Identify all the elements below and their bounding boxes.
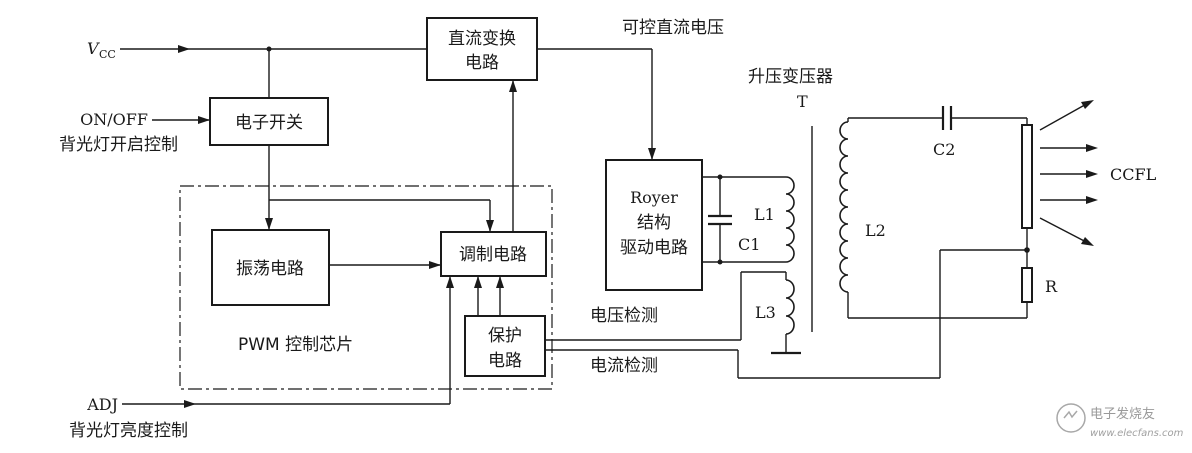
dc-to-royer: 可控直流电压: [537, 18, 724, 160]
transformer-name: T: [797, 92, 808, 111]
ccfl-lamp: [1021, 124, 1033, 229]
pwm-chip-label: PWM 控制芯片: [238, 335, 353, 355]
prot-mod-arrow-1-icon: [474, 276, 482, 288]
ray-arrow-1-icon: [1081, 100, 1094, 109]
royer-driver-block: Royer 结构 驱动电路: [605, 159, 703, 291]
electronic-switch-label: 电子开关: [235, 113, 303, 133]
ray-arrow-2-icon: [1086, 144, 1098, 152]
l1-coil: [785, 176, 795, 263]
vcc-label: V: [87, 39, 100, 58]
oscillator-label: 振荡电路: [236, 259, 304, 279]
dc-converter-label-2: 电路: [465, 53, 499, 73]
on-off-arrow-icon: [198, 116, 210, 124]
switch-to-oscillator: [265, 145, 494, 232]
watermark-cn: 电子发烧友: [1090, 406, 1155, 422]
electronic-switch-block: 电子开关: [209, 97, 329, 146]
c2-label: C2: [933, 140, 955, 159]
secondary-circuit: C2 R: [847, 106, 1058, 319]
oscillator-to-modulator: [329, 261, 441, 269]
l2-coil: [839, 121, 849, 293]
modulator-to-dc-converter: [509, 80, 517, 232]
royer-label-2: 结构: [637, 213, 671, 233]
modulator-block: 调制电路: [440, 231, 547, 277]
on-off-label: ON/OFF: [80, 110, 148, 129]
controlled-dc-voltage-label: 可控直流电压: [622, 18, 724, 38]
l3-coil: [785, 279, 795, 335]
vcc-subscript: CC: [99, 48, 116, 61]
modulator-label: 调制电路: [459, 245, 527, 265]
resistor-r: [1021, 267, 1033, 303]
pwm-chip-boundary: [179, 185, 553, 390]
l2-label: L2: [865, 221, 886, 240]
watermark: 电子发烧友 www.elecfans.com: [1056, 403, 1184, 439]
adj-arrow-icon: [184, 400, 196, 408]
adj-up-arrow-icon: [446, 276, 454, 288]
current-detect-path: 电流检测: [545, 249, 1027, 379]
voltage-detect-label: 电压检测: [590, 306, 658, 326]
ray-arrow-4-icon: [1086, 196, 1098, 204]
protection-to-modulator: [474, 276, 504, 316]
l3-feedback: L3 电压检测: [545, 271, 801, 355]
protection-block: 保护 电路: [464, 315, 546, 377]
royer-label-1: Royer: [630, 188, 678, 207]
royer-tank: C1 L1: [702, 174, 795, 265]
c1-label: C1: [738, 235, 760, 254]
on-off-input: ON/OFF 背光灯开启控制: [59, 110, 210, 155]
vcc-input: V CC: [87, 39, 427, 98]
light-rays: CCFL: [1039, 100, 1157, 246]
transformer-title: 升压变压器: [748, 67, 833, 87]
adj-label: ADJ: [86, 395, 118, 414]
dc-converter-label-1: 直流变换: [448, 29, 516, 49]
modulator-top-arrow-icon: [486, 220, 494, 232]
adj-input: ADJ 背光灯亮度控制: [69, 276, 454, 441]
watermark-logo-icon: [1056, 403, 1086, 433]
protection-label-1: 保护: [488, 326, 522, 346]
mod-dc-arrow-icon: [509, 80, 517, 92]
adj-desc: 背光灯亮度控制: [69, 421, 188, 441]
r-label: R: [1045, 277, 1058, 296]
protection-label-2: 电路: [488, 351, 522, 371]
vcc-arrow-icon: [178, 45, 190, 53]
step-up-transformer: 升压变压器 T L2: [748, 67, 886, 332]
dc-converter-block: 直流变换 电路: [426, 17, 538, 81]
ray-arrow-3-icon: [1086, 170, 1098, 178]
osc-mod-arrow-icon: [429, 261, 441, 269]
on-off-desc: 背光灯开启控制: [59, 135, 178, 155]
ccfl-label: CCFL: [1110, 165, 1157, 184]
oscillator-block: 振荡电路: [211, 229, 330, 306]
l1-label: L1: [754, 205, 775, 224]
current-detect-label: 电流检测: [590, 356, 658, 376]
royer-arrow-icon: [648, 148, 656, 160]
ray-arrow-5-icon: [1081, 237, 1094, 246]
l3-label: L3: [755, 303, 776, 322]
royer-label-3: 驱动电路: [620, 238, 688, 258]
prot-mod-arrow-2-icon: [496, 276, 504, 288]
oscillator-arrow-icon: [265, 218, 273, 230]
watermark-en: www.elecfans.com: [1090, 428, 1184, 439]
